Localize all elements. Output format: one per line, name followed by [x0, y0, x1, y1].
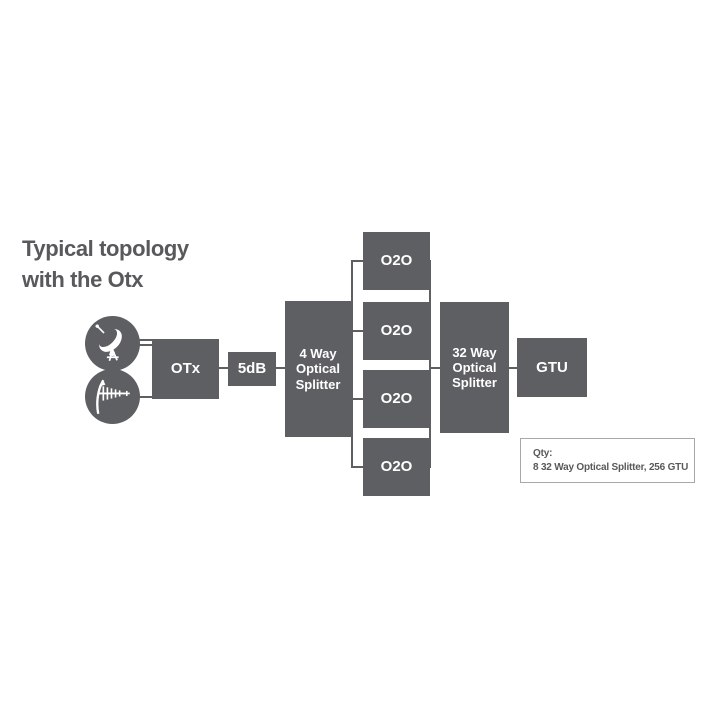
title-line-1: Typical topology — [22, 236, 189, 261]
bus-stub-o2o-2 — [351, 330, 364, 333]
node-5db-label: 5dB — [237, 360, 267, 378]
connector-bus-splitter32 — [430, 366, 441, 369]
node-4way-label: 4 Way Optical Splitter — [295, 346, 341, 392]
connector-satellite-otx-lower — [134, 343, 153, 346]
node-o2o-2-label: O2O — [380, 322, 413, 340]
node-o2o-1-label: O2O — [380, 252, 413, 270]
node-otx-label: OTx — [170, 360, 201, 378]
page-title: Typical topology with the Otx — [22, 233, 189, 295]
qty-note-label: Qty: — [533, 448, 553, 459]
bus-stub-o2o-1 — [351, 260, 364, 263]
satellite-dish-icon — [95, 324, 122, 362]
connector-5db-splitter4 — [275, 366, 286, 369]
qty-note: Qty: 8 32 Way Optical Splitter, 256 GTU — [520, 438, 695, 483]
qty-note-value: 8 32 Way Optical Splitter, 256 GTU — [533, 462, 689, 473]
node-o2o-4-label: O2O — [380, 458, 413, 476]
node-o2o-1: O2O — [363, 232, 430, 290]
node-o2o-3: O2O — [363, 370, 430, 428]
node-o2o-3-label: O2O — [380, 390, 413, 408]
title-line-2: with the Otx — [22, 267, 144, 292]
node-4way-optical-splitter: 4 Way Optical Splitter — [285, 301, 351, 437]
node-otx: OTx — [152, 339, 219, 399]
node-o2o-4: O2O — [363, 438, 430, 496]
bus-stub-o2o-4 — [351, 466, 364, 469]
node-32way-label: 32 Way Optical Splitter — [452, 344, 497, 391]
node-gtu: GTU — [517, 338, 587, 397]
connector-splitter32-gtu — [508, 366, 518, 369]
bus-stub-o2o-3 — [351, 398, 364, 401]
splitter4-output-bus — [351, 260, 354, 468]
satellite-source-node — [85, 316, 140, 371]
antenna-source-node — [85, 369, 140, 424]
node-32way-optical-splitter: 32 Way Optical Splitter — [440, 302, 509, 433]
connector-antenna-otx — [134, 395, 153, 398]
node-o2o-2: O2O — [363, 302, 430, 360]
connector-otx-5db — [219, 366, 229, 369]
o2o-output-bus — [429, 260, 432, 468]
connector-satellite-otx-upper — [134, 339, 153, 341]
node-5db-attenuator: 5dB — [228, 352, 276, 386]
node-gtu-label: GTU — [536, 358, 568, 376]
antenna-icon — [96, 379, 130, 415]
